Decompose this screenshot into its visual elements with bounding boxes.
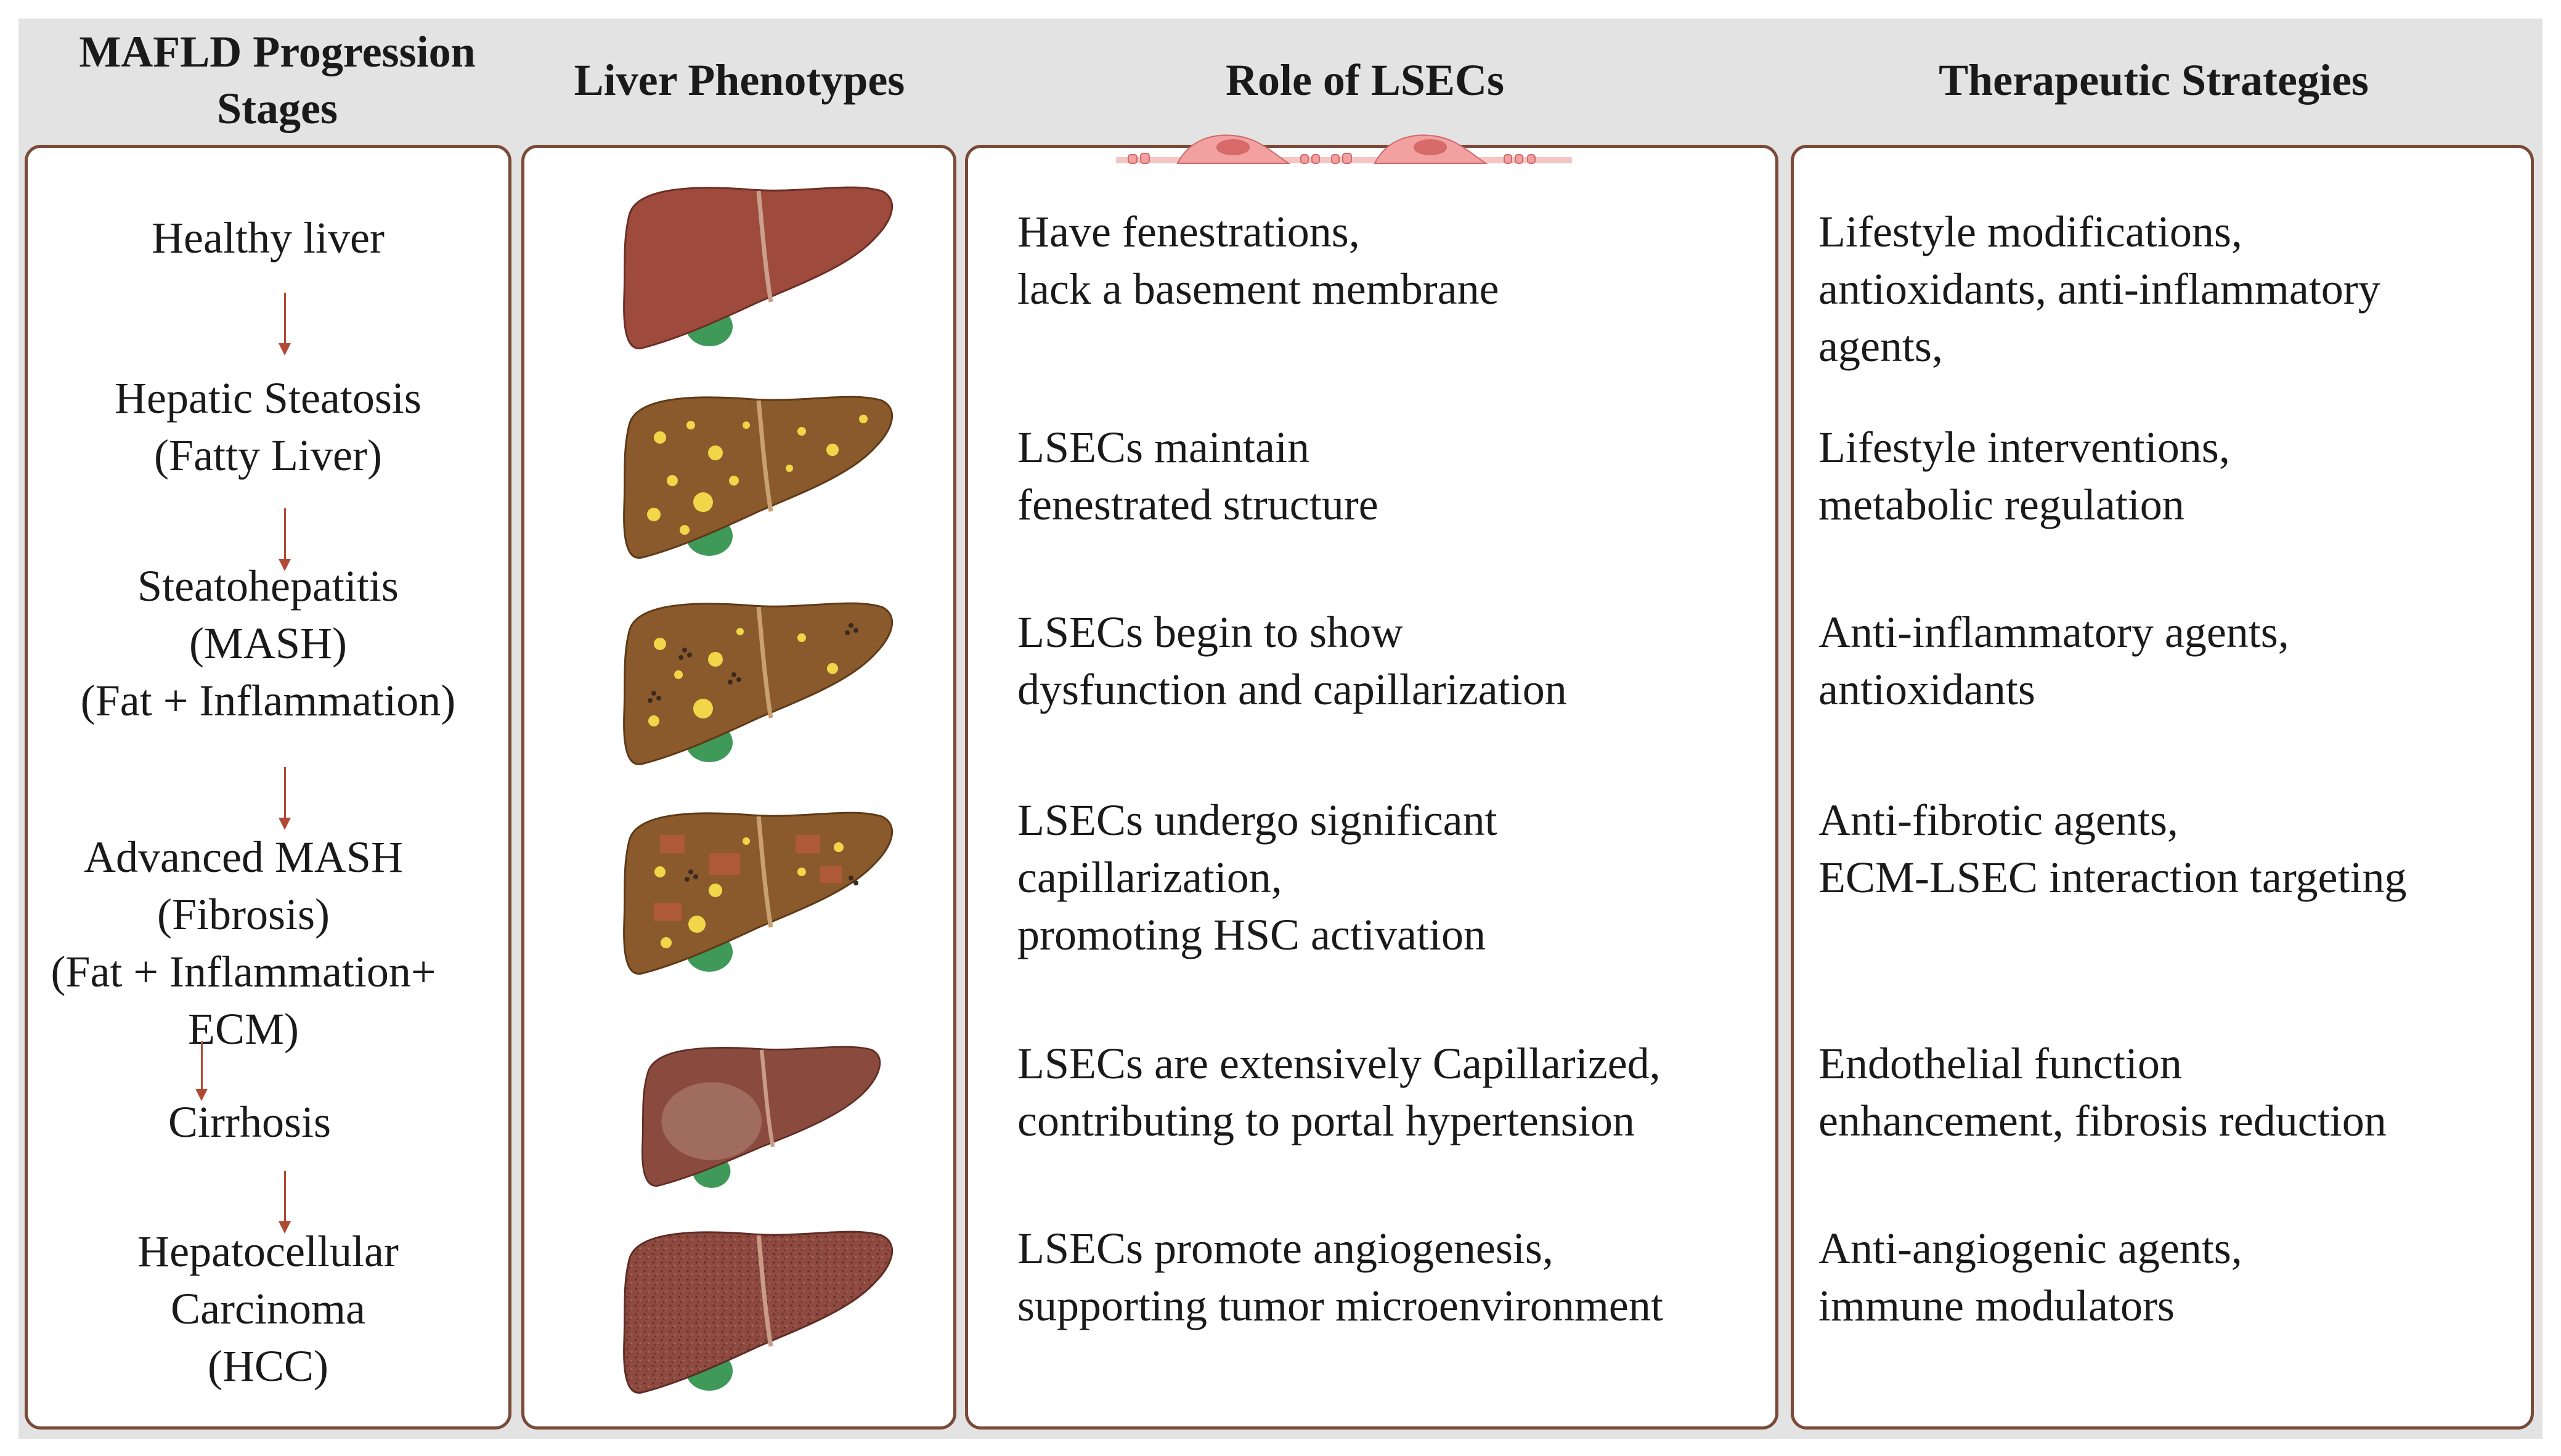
figure-frame: MAFLD Progression Stages Liver Phenotype… [18, 18, 2543, 1439]
phenotypes-column [521, 145, 956, 1430]
therapy-healthy: Lifestyle modifications, antioxidants, a… [1818, 207, 2380, 371]
stage-mash: Steatohepatitis (MASH) (Fat + Inflammati… [80, 561, 456, 725]
hcc-liver-icon [623, 1230, 894, 1394]
cirrhotic-liver-icon [641, 1046, 881, 1188]
stage-cirrhosis: Cirrhosis [168, 1097, 332, 1147]
mash-liver-icon [623, 602, 894, 765]
stage-advanced-mash: Advanced MASH (Fibrosis) (Fat + Inflamma… [51, 832, 436, 1054]
lsecs-column: Have fenestrations, lack a basement memb… [965, 134, 1778, 1430]
header-therapy: Therapeutic Strategies [1939, 55, 2369, 105]
arrow-down-icon [279, 767, 291, 830]
stages-column: Healthy liver Hepatic Steatosis (Fatty L… [25, 145, 511, 1430]
fatty-liver-icon [623, 396, 894, 559]
therapy-steatosis: Lifestyle interventions, metabolic regul… [1818, 423, 2230, 529]
therapy-column: Lifestyle modifications, antioxidants, a… [1791, 145, 2534, 1430]
therapy-cirrhosis: Endothelial function enhancement, fibros… [1818, 1039, 2387, 1145]
stage-hcc: Hepatocellular Carcinoma (HCC) [137, 1227, 399, 1391]
header-stages: MAFLD Progression Stages [79, 27, 476, 133]
arrow-down-icon [195, 1041, 208, 1101]
endothelial-cells-icon [1116, 134, 1572, 164]
header-lsecs: Role of LSECs [1225, 55, 1505, 105]
therapy-advanced-mash: Anti-fibrotic agents, ECM-LSEC interacti… [1818, 795, 2407, 902]
lsec-cirrhosis: LSECs are extensively Capillarized, cont… [1017, 1039, 1661, 1145]
arrow-down-icon [279, 1171, 291, 1234]
therapy-mash: Anti-inflammatory agents, antioxidants [1818, 608, 2289, 714]
arrow-down-icon [279, 293, 291, 356]
stage-steatosis: Hepatic Steatosis (Fatty Liver) [115, 373, 421, 480]
arrow-down-icon [279, 508, 291, 571]
lsec-advanced-mash: LSECs undergo significant capillarizatio… [1017, 795, 1497, 959]
lsec-hcc: LSECs promote angiogenesis, supporting t… [1017, 1224, 1663, 1330]
stage-healthy: Healthy liver [152, 213, 385, 262]
lsec-mash: LSECs begin to show dysfunction and capi… [1017, 608, 1567, 714]
therapy-hcc: Anti-angiogenic agents, immune modulator… [1818, 1224, 2242, 1330]
fibrotic-liver-icon [623, 811, 894, 975]
lsec-healthy: Have fenestrations, lack a basement memb… [1017, 207, 1499, 314]
lsec-steatosis: LSECs maintain fenestrated structure [1017, 423, 1378, 529]
healthy-liver-icon [623, 186, 894, 349]
header-phenotypes: Liver Phenotypes [574, 55, 905, 105]
